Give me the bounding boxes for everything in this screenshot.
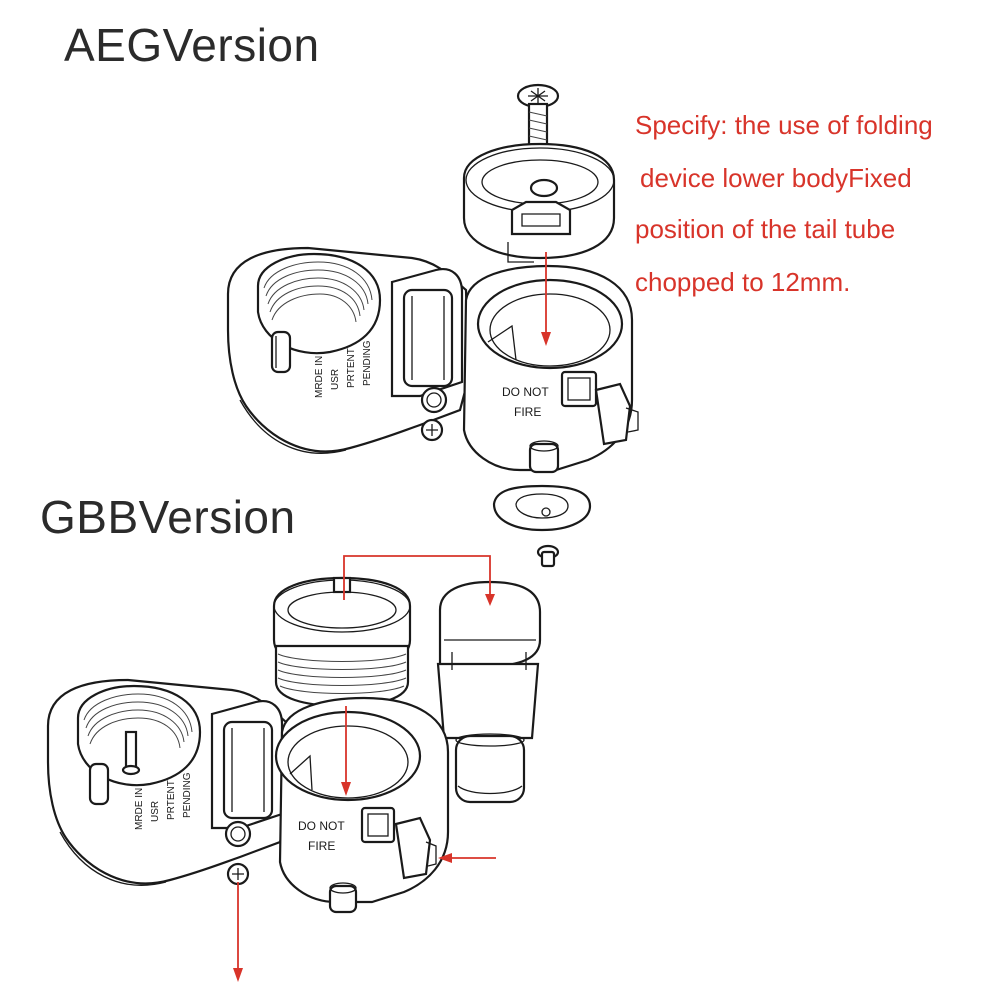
gbb-warning-line-1: DO NOT	[298, 819, 345, 833]
gbb-side-arrowhead	[438, 853, 452, 863]
aeg-bottom-plate	[492, 484, 592, 568]
note-line-1: Specify: the use of folding	[635, 110, 933, 140]
note-line-2: device lower bodyFixed	[640, 163, 912, 193]
gbb-plunger-assembly	[436, 580, 542, 804]
svg-text:PENDING: PENDING	[182, 772, 193, 818]
gbb-plunger-arrowhead	[485, 594, 495, 606]
svg-text:PENDING: PENDING	[362, 340, 373, 386]
aeg-cap-arrowhead	[541, 332, 551, 346]
gbb-warning-line-2: FIRE	[308, 839, 335, 853]
aeg-warning-line-2: FIRE	[514, 405, 541, 419]
svg-text:MRDE IN: MRDE IN	[134, 788, 145, 830]
svg-text:USR: USR	[150, 801, 161, 822]
svg-text:PRTENT: PRTENT	[346, 348, 357, 388]
gbb-down-arrowhead	[233, 968, 243, 982]
aeg-main-body	[226, 246, 470, 454]
aeg-adapter-assembly: MRDE IN USR PRTENT PENDING DO NOT FIRE	[226, 83, 639, 568]
gbb-version-title: GBBVersion	[40, 491, 296, 543]
aeg-version-title: AEGVersion	[64, 19, 320, 71]
gbb-nut-arrowhead	[341, 782, 351, 796]
gbb-connector-line	[343, 555, 491, 600]
gbb-main-body	[46, 678, 290, 886]
aeg-engraving: MRDE IN USR PRTENT PENDING	[314, 340, 373, 398]
svg-text:PRTENT: PRTENT	[166, 780, 177, 820]
gbb-barrel-nut	[272, 576, 412, 708]
svg-text:USR: USR	[330, 369, 341, 390]
aeg-end-cap	[462, 142, 616, 263]
aeg-receiver-ring	[462, 264, 639, 474]
aeg-warning-line-1: DO NOT	[502, 385, 549, 399]
gbb-engraving: MRDE IN USR PRTENT PENDING	[134, 772, 193, 830]
svg-text:MRDE IN: MRDE IN	[314, 356, 325, 398]
note-line-4: chopped to 12mm.	[635, 267, 851, 297]
gbb-receiver-ring	[274, 696, 450, 914]
note-line-3: position of the tail tube	[635, 214, 896, 244]
gbb-adapter-assembly: MRDE IN USR PRTENT PENDING DO NOT FIRE	[46, 555, 542, 982]
